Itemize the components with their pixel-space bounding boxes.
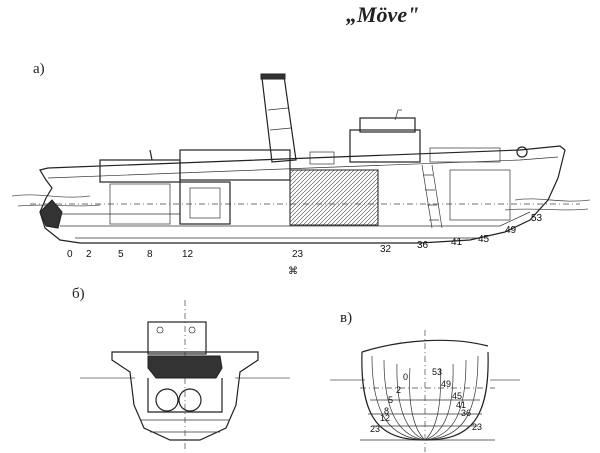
frame-number: 53: [531, 213, 543, 224]
bodyplan-number: 2: [396, 385, 401, 395]
frame-number: 8: [147, 249, 153, 260]
bodyplan-number: 41: [456, 400, 466, 410]
frame-numbers: 0 2 5 8 12 23 32 36 41 45 49 53: [67, 213, 543, 260]
panel-label-a: а): [33, 61, 45, 77]
engine-block: [179, 181, 231, 225]
frame-number: 5: [118, 249, 124, 260]
bodyplan-number: 45: [452, 391, 462, 401]
funnel-band: [269, 127, 292, 131]
funnel-band: [267, 107, 289, 111]
stern-counter: [39, 199, 63, 229]
water-lines: [11, 194, 591, 211]
porthole: [156, 326, 164, 334]
panel-label-v: в): [340, 310, 352, 326]
skylight: [309, 151, 335, 165]
section-hull: [111, 351, 259, 441]
frame-number: 2: [86, 249, 92, 260]
frame-number: 41: [451, 237, 463, 248]
lower-deck-line: [60, 211, 531, 227]
vent-pipe: [394, 109, 402, 121]
frame-number: 36: [417, 240, 429, 251]
furnace-left: [155, 388, 179, 412]
frame-number: 32: [380, 244, 392, 255]
body-plan: в) 53 49 45 41 36 23 0 2 5 8 12 23: [330, 310, 520, 452]
anchor-winch: [516, 146, 528, 158]
bodyplan-number: 36: [461, 408, 471, 418]
funnel-cap: [260, 73, 286, 80]
funnel: [261, 75, 297, 163]
coal-bunker: [109, 183, 171, 225]
bodyplan-number: 0: [403, 372, 408, 382]
hull-outline: [39, 145, 566, 244]
furnace-right: [178, 388, 202, 412]
frame-number: 0: [67, 249, 73, 260]
deck-line: [47, 156, 559, 179]
bodyplan-number: 5: [388, 395, 393, 405]
engine-frame: [189, 187, 221, 219]
scale-symbol: ⌘: [288, 266, 298, 277]
wheelhouse: [359, 117, 416, 133]
boiler-section: [147, 355, 223, 379]
frame-number: 23: [292, 249, 304, 260]
ladder: [421, 164, 443, 229]
cross-section: б): [72, 286, 290, 450]
porthole: [188, 326, 196, 334]
frame-number: 49: [505, 225, 517, 236]
forecastle-house: [429, 147, 501, 163]
panel-label-b: б): [72, 286, 85, 302]
bodyplan-number: 12: [380, 413, 390, 423]
section-casing: [147, 321, 207, 355]
boiler: [289, 169, 379, 226]
side-elevation: а): [11, 61, 591, 277]
bodyplan-number: 49: [441, 379, 451, 389]
bodyplan-number: 53: [432, 367, 442, 377]
frame-number: 45: [478, 234, 490, 245]
drawing-title: „Möve": [346, 2, 419, 27]
bodyplan-sheer: [361, 339, 489, 353]
bodyplan-number: 8: [384, 406, 389, 416]
boiler-shell: [147, 378, 223, 413]
engine-casing: [179, 149, 291, 181]
bodyplan-number: 23: [370, 424, 380, 434]
frame-number: 12: [182, 249, 194, 260]
fore-hold: [449, 169, 511, 221]
mast-aft: [149, 149, 153, 161]
bridge-house: [349, 129, 421, 163]
bodyplan-number: 23: [472, 422, 482, 432]
